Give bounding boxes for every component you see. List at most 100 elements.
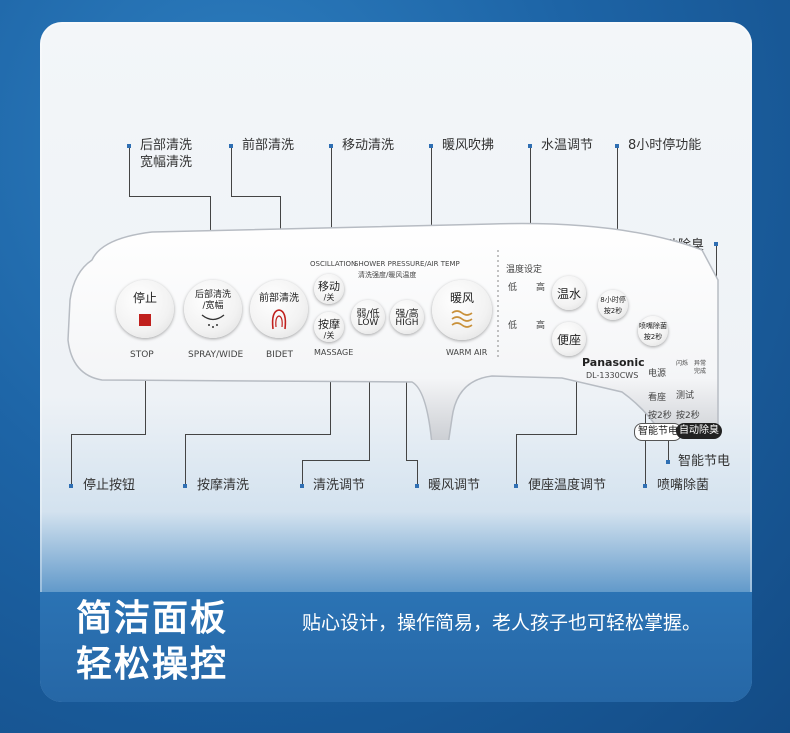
low-label: 弱/低 <box>356 309 380 320</box>
connector-line <box>302 460 370 461</box>
deodorize-indicator: 自动除臭 <box>676 423 722 439</box>
temp-setting-label: 温度设定 <box>506 265 543 275</box>
marker-dot <box>666 460 670 464</box>
marker-dot <box>429 144 433 148</box>
label-water-temp: 水温调节 <box>541 138 594 153</box>
warm-en: WARM AIR <box>446 348 488 357</box>
connector-line <box>516 434 577 435</box>
front-wash-button[interactable]: 前部清洗 <box>250 280 308 338</box>
headline-line2: 轻松操控 <box>76 644 229 685</box>
press-2s-b: 按2秒 <box>676 411 700 421</box>
connector-line <box>185 434 186 486</box>
massage-label: 按摩 <box>318 318 340 331</box>
footer-band: 简洁面板 轻松操控 贴心设计，操作简易，老人孩子也可轻松掌握。 <box>40 592 752 702</box>
connector-line <box>617 146 618 296</box>
marker-dot <box>183 484 187 488</box>
label-wide-wash: 宽幅清洗 <box>140 155 193 170</box>
stop-square-icon <box>139 314 151 326</box>
connector-line <box>431 146 432 296</box>
marker-dot <box>714 242 718 246</box>
stop-button[interactable]: 停止 <box>116 280 174 338</box>
warm-label: 暖风 <box>449 291 474 305</box>
model-number: DL-1330CWS <box>586 371 639 380</box>
connector-line <box>129 196 211 197</box>
test-label: 测试 <box>676 391 695 401</box>
nozzle-label: 喷嘴除菌 <box>639 322 667 330</box>
connector-line <box>231 146 232 196</box>
marker-dot <box>514 484 518 488</box>
marker-dot <box>615 144 619 148</box>
timer-sub: 按2秒 <box>603 307 623 315</box>
oscillation-en: OSCILLATION <box>310 260 357 268</box>
marker-dot <box>69 484 73 488</box>
rear-sub: /宽幅 <box>202 301 224 311</box>
label-timer: 8小时停功能 <box>628 138 702 153</box>
connector-line <box>668 440 669 462</box>
label-warm-air: 暖风吹拂 <box>442 138 495 153</box>
high-label: 强/高 <box>395 309 419 320</box>
marker-dot <box>229 144 233 148</box>
label-rear-wash: 后部清洗 <box>140 138 193 153</box>
label-eco: 智能节电 <box>678 454 731 469</box>
marker-dot <box>127 144 131 148</box>
warm-air-button[interactable]: 暖风 <box>432 280 492 340</box>
rear-label: 后部清洗 <box>194 290 231 300</box>
connector-line <box>516 434 517 486</box>
high-button[interactable]: 强/高 HIGH <box>390 300 424 334</box>
label-seat-temp: 便座温度调节 <box>528 478 607 493</box>
water-temp-button[interactable]: 温水 <box>552 276 586 310</box>
low-mark: 低 <box>508 283 518 293</box>
label-move-wash: 移动清洗 <box>342 138 395 153</box>
connector-line <box>576 350 577 434</box>
description: 贴心设计，操作简易，老人孩子也可轻松掌握。 <box>302 612 702 634</box>
see-label: 看座 <box>648 393 667 403</box>
spray-icon <box>201 314 225 328</box>
massage-button[interactable]: 按摩 /关 <box>314 312 344 342</box>
marker-dot <box>329 144 333 148</box>
seat-temp-button[interactable]: 便座 <box>552 322 586 356</box>
high-mark: 高 <box>536 283 546 293</box>
connector-line <box>71 434 146 435</box>
nozzle-sub: 按2秒 <box>643 333 663 341</box>
pressure-cn: 清洗强度/暖风温度 <box>358 271 417 279</box>
connector-line <box>331 146 332 256</box>
press-2s-a: 按2秒 <box>648 411 672 421</box>
move-sub: /关 <box>323 293 335 302</box>
front-label: 前部清洗 <box>259 293 299 304</box>
label-nozzle: 喷嘴除菌 <box>657 478 710 493</box>
marker-dot <box>528 144 532 148</box>
marker-dot <box>643 484 647 488</box>
connector-line <box>71 434 72 486</box>
headline: 简洁面板 轻松操控 <box>76 596 228 688</box>
eco-indicator: 智能节电 <box>634 423 682 441</box>
nozzle-clean-button[interactable]: 喷嘴除菌 按2秒 <box>638 316 668 346</box>
massage-en: MASSAGE <box>314 348 354 357</box>
marker-dot <box>415 484 419 488</box>
marker-dot <box>300 484 304 488</box>
rear-wash-button[interactable]: 后部清洗 /宽幅 <box>184 280 242 338</box>
label-air-adjust: 暖风调节 <box>428 478 481 493</box>
low-button[interactable]: 弱/低 LOW <box>351 300 385 334</box>
connector-line <box>330 360 331 435</box>
move-button[interactable]: 移动 /关 <box>314 274 344 304</box>
timer-label: 8小时停 <box>600 296 626 304</box>
flash-label: 异常 <box>694 360 707 367</box>
move-label: 移动 <box>318 280 340 293</box>
warm-air-icon <box>451 310 473 328</box>
label-massage: 按摩清洗 <box>197 478 250 493</box>
connector-line <box>145 360 146 435</box>
connector-line <box>406 460 418 461</box>
water-label: 温水 <box>556 287 581 301</box>
power-label: 电源 <box>648 369 667 379</box>
connector-line <box>417 460 418 486</box>
label-stop: 停止按钮 <box>83 478 136 493</box>
stop-label: 停止 <box>132 291 157 305</box>
connector-line <box>231 196 281 197</box>
blink-label: 闪烁 <box>676 360 689 367</box>
massage-sub: /关 <box>323 331 335 340</box>
connector-line <box>530 146 531 232</box>
low-en: LOW <box>357 318 379 328</box>
rear-en: SPRAY/WIDE <box>188 350 244 360</box>
front-en: BIDET <box>266 350 293 360</box>
timer-button[interactable]: 8小时停 按2秒 <box>598 290 628 320</box>
